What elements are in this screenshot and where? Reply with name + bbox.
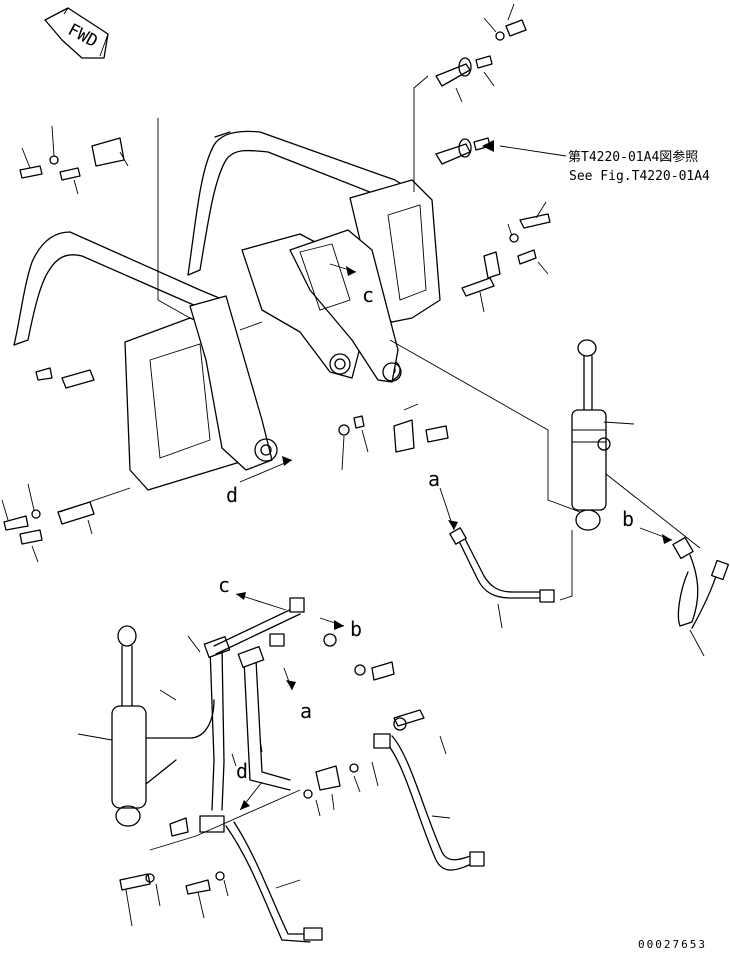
left-upper-pin — [19, 137, 125, 181]
label-d-upper: d — [226, 483, 238, 507]
label-b-lower: b — [350, 617, 362, 641]
fwd-arrow: FWD — [44, 7, 109, 59]
middle-pin-assembly — [461, 213, 551, 297]
lower-tube-assembly — [203, 597, 305, 811]
upper-pin-assembly — [435, 19, 527, 165]
reference-note-english: See Fig.T4220-01A4 — [569, 169, 710, 184]
part-leader-stubs — [1, 3, 705, 927]
right-hydraulic-cylinder — [571, 339, 611, 531]
label-d-lower: d — [236, 759, 248, 783]
hose-b-right — [672, 536, 730, 629]
label-a-right: a — [428, 467, 440, 491]
rear-frame-arch — [187, 130, 415, 276]
label-c-lower: c — [218, 573, 230, 597]
small-plate-and-bolt — [338, 415, 449, 453]
center-bracket — [241, 229, 402, 383]
lower-hydraulic-cylinder — [111, 625, 215, 827]
front-frame-arch — [13, 231, 225, 346]
hose-a-right — [449, 527, 555, 603]
label-c-upper: c — [362, 283, 374, 307]
front-bracket — [124, 295, 278, 491]
connection-arrowheads — [236, 140, 672, 810]
label-b-right: b — [622, 507, 634, 531]
label-a-lower: a — [300, 699, 312, 723]
lower-fittings — [119, 633, 425, 895]
lower-hose-left — [199, 815, 323, 943]
drawing-number: 00027653 — [638, 938, 707, 951]
left-lower-pin — [3, 367, 95, 545]
lower-hose-right — [373, 733, 485, 871]
reference-note-japanese: 第T4220-01A4図参照 — [568, 149, 698, 165]
